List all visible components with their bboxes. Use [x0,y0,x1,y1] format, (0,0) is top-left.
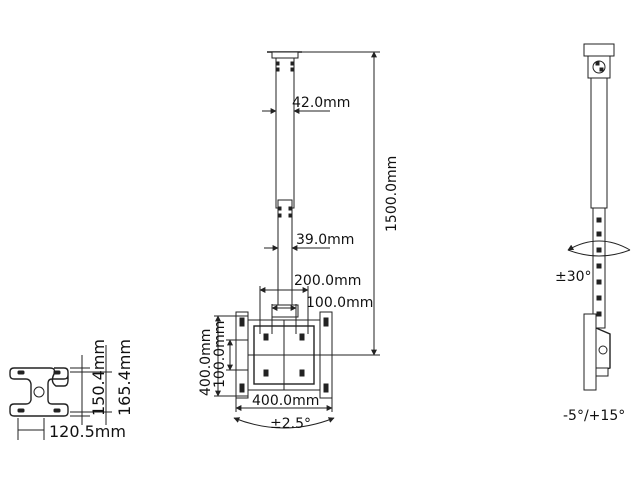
vesa-width-max-label: 200.0mm [294,273,361,289]
tilt-bracket [583,313,597,391]
rotation-angle-label: ±30° [555,269,592,285]
vesa-height-max-label: 400.0mm [198,329,214,396]
ceiling-plate-hole [33,386,45,398]
ceiling-plate-drawing [9,345,112,440]
front-view-drawing [214,51,380,429]
ceiling-height-outer-label: 165.4mm [115,339,134,416]
ceiling-plate-shape [9,367,69,417]
total-length-label: 1500.0mm [384,156,400,232]
plate-width-label: 400.0mm [252,393,319,409]
pole-dia-top-label: 42.0mm [292,95,350,111]
vesa-height-min-label: 100.0mm [212,321,228,388]
pole-upper [275,57,295,209]
pole-dia-bottom-label: 39.0mm [296,232,354,248]
ceiling-height-inner-label: 150.4mm [89,339,108,416]
vesa-width-min-label: 100.0mm [306,295,373,311]
tilt-angle-label: -5°/+15° [563,408,625,424]
swivel-angle-label: ±2.5° [270,416,311,432]
ceiling-width-label: 120.5mm [49,422,126,441]
side-pole-upper [590,77,608,209]
side-view-drawing [567,43,631,391]
